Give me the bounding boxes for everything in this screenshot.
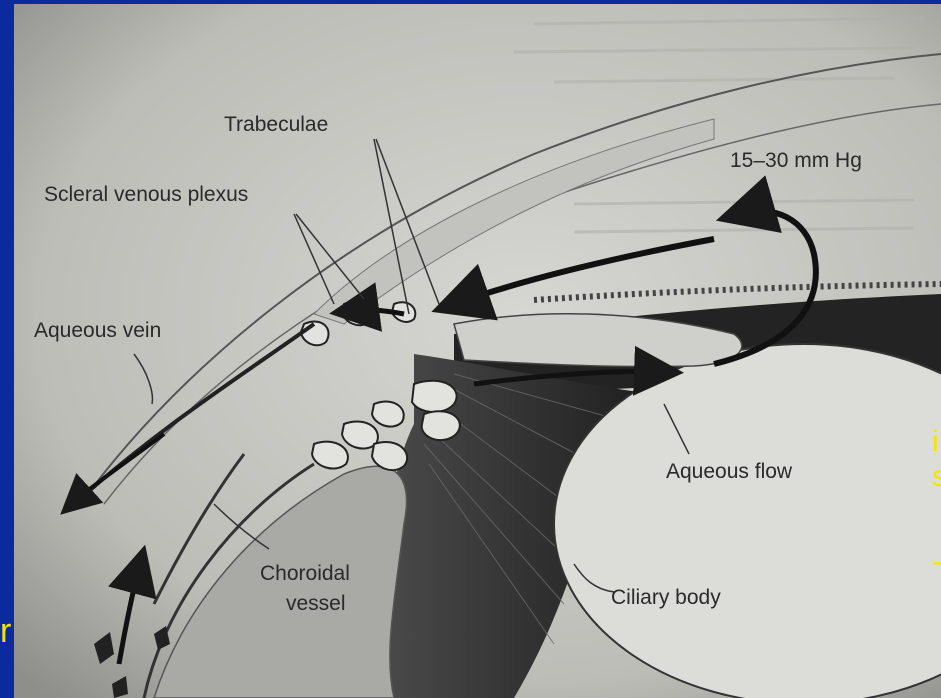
label-ciliary-body: Ciliary body [611,586,721,609]
slide-text-right-fragment-2: s [932,460,941,494]
label-trabeculae: Trabeculae [224,113,328,136]
label-pressure: 15–30 mm Hg [730,149,862,172]
slide-text-right-fragment-3: - [932,545,941,579]
label-vessel: vessel [286,592,346,615]
label-choroidal: Choroidal [260,562,350,585]
label-aqueous-flow: Aqueous flow [666,460,793,483]
label-scleral-venous-plexus: Scleral venous plexus [44,183,248,206]
slide-text-left-fragment: r [0,612,11,651]
slide-text-right-fragment-1: i [932,425,939,459]
label-aqueous-vein: Aqueous vein [34,319,161,342]
eye-anatomy-photo: Trabeculae 15–30 mm Hg Scleral venous pl… [14,4,941,698]
